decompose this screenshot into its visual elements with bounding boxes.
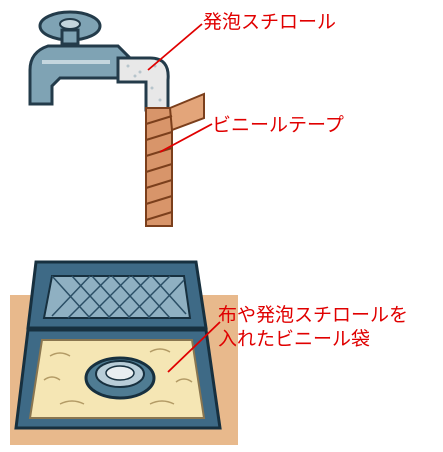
- tape-leader-line: [159, 123, 213, 153]
- bag-label-line1: 布や発泡スチロールを: [218, 304, 409, 326]
- tape-wrap: [145, 92, 205, 227]
- tape-label: ビニールテープ: [212, 114, 344, 136]
- faucet-spout: [28, 44, 132, 106]
- bag-label: 布や発泡スチロールを 入れたビニール袋: [218, 303, 408, 351]
- foam-label: 発泡スチロール: [203, 11, 337, 33]
- bag-leader-line: [167, 321, 221, 373]
- bag-label-line2: 入れたビニール袋: [218, 328, 371, 350]
- water-meter: [84, 356, 156, 400]
- faucet-handle: [38, 10, 102, 46]
- foam-wrap: [116, 56, 170, 112]
- foam-leader-line: [147, 23, 203, 71]
- box-lid: [26, 260, 208, 330]
- meter-box-illustration: [10, 260, 238, 445]
- faucet-illustration: [28, 10, 213, 227]
